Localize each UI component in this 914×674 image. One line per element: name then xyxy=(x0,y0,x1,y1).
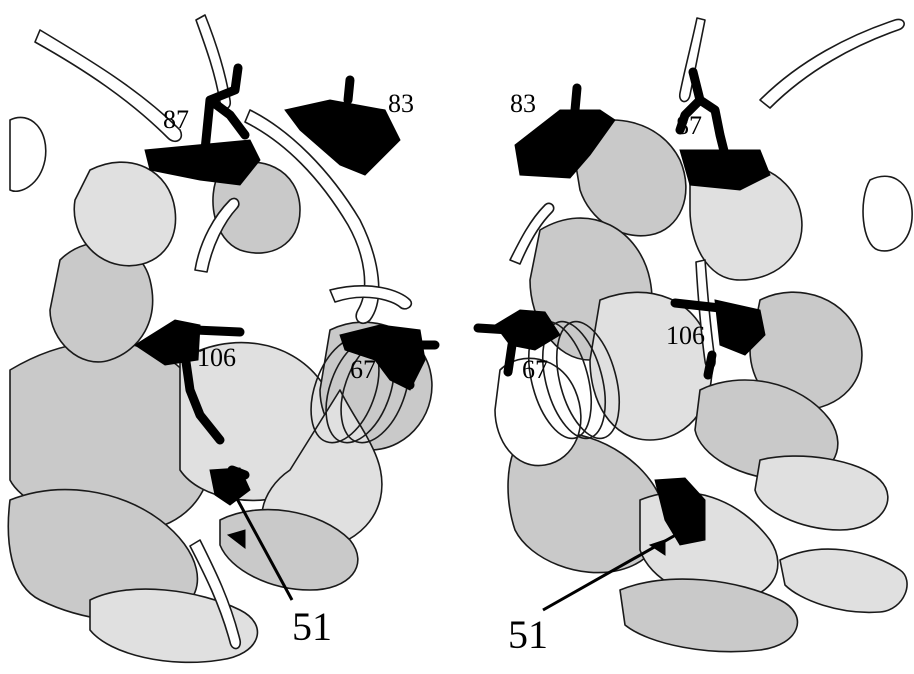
left-label-67: 67 xyxy=(350,355,376,384)
right-label-83: 83 xyxy=(510,89,536,118)
left-residue-51 xyxy=(210,468,250,548)
right-label-51: 51 xyxy=(508,612,548,657)
right-protein-view: 83 87 106 67 51 xyxy=(478,18,912,657)
left-label-106: 106 xyxy=(197,343,236,372)
right-label-87: 87 xyxy=(676,111,702,140)
left-label-87: 87 xyxy=(163,105,189,134)
left-label-83: 83 xyxy=(388,89,414,118)
left-protein-view: 87 83 106 67 51 xyxy=(8,15,435,662)
left-label-51: 51 xyxy=(292,604,332,649)
right-label-106: 106 xyxy=(666,321,705,350)
right-label-67: 67 xyxy=(522,355,548,384)
